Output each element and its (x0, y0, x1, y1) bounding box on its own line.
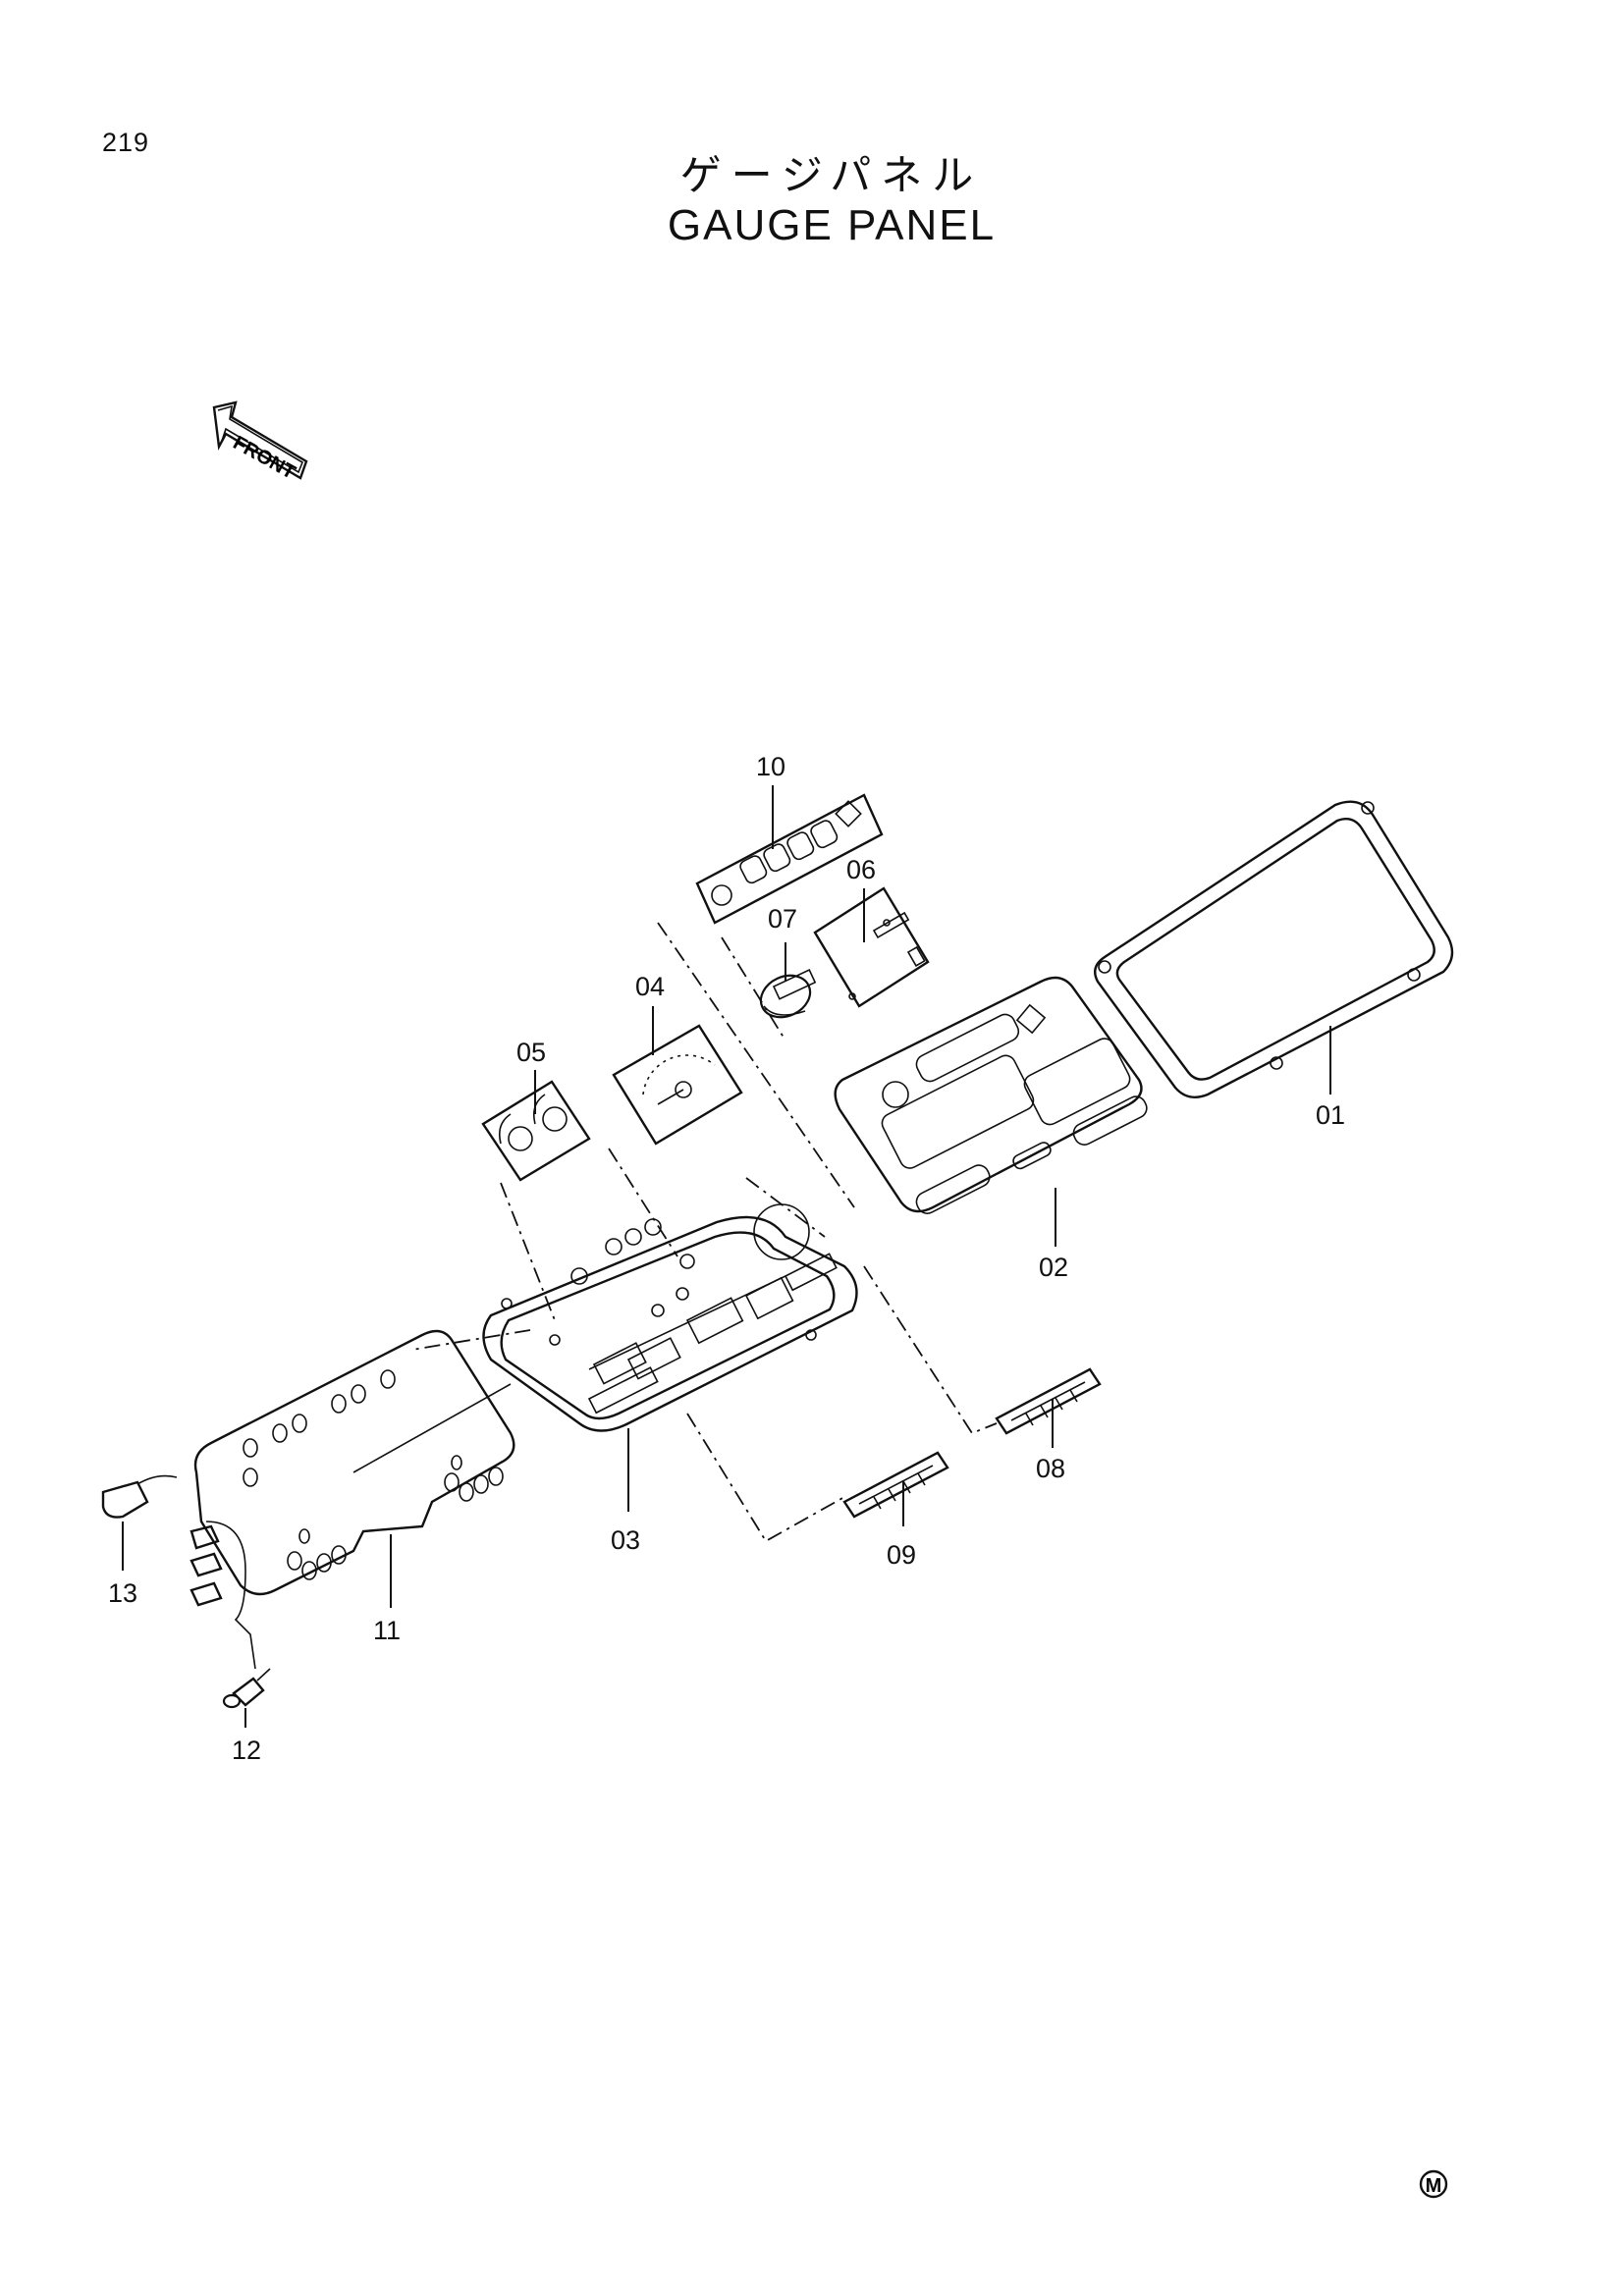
page-title: GAUGE PANEL (667, 201, 997, 249)
part-11-circuit-board (193, 1329, 515, 1596)
part-label-01: 01 (1316, 1100, 1345, 1130)
part-label-03: 03 (611, 1525, 640, 1555)
front-arrow-icon: FRONT (212, 400, 308, 484)
part-12-bulb (222, 1668, 271, 1709)
part-label-13: 13 (108, 1578, 137, 1608)
part-label-12: 12 (232, 1735, 261, 1765)
part-labels: 01 02 03 04 05 06 07 08 09 10 11 12 13 (108, 752, 1345, 1765)
part-03-housing (482, 1203, 858, 1432)
part-06-indicator-plate (813, 886, 930, 1008)
assembly-chain-lines (411, 922, 998, 1543)
part-label-04: 04 (635, 972, 665, 1001)
page-title-japanese: ゲージパネル (679, 152, 984, 198)
part-10-lens-strip (695, 793, 884, 925)
part-04-gauge-face (612, 1024, 743, 1146)
part-07-hour-meter (759, 969, 817, 1019)
part-label-07: 07 (768, 904, 797, 934)
page-number: 219 (102, 128, 150, 157)
part-label-05: 05 (516, 1038, 546, 1067)
part-label-11: 11 (373, 1616, 401, 1645)
part-13-socket (101, 1474, 256, 1670)
part-label-10: 10 (756, 752, 785, 781)
mark-symbol-letter: M (1426, 2175, 1442, 2197)
mark-symbol: M (1419, 2169, 1448, 2199)
part-label-06: 06 (846, 855, 876, 884)
leader-lines (122, 785, 1331, 1728)
part-02-panel-overlay (834, 976, 1148, 1214)
part-01-cover (1094, 800, 1454, 1098)
part-label-09: 09 (887, 1540, 916, 1570)
part-label-02: 02 (1039, 1253, 1068, 1282)
part-label-08: 08 (1036, 1454, 1065, 1483)
part-09-connector (842, 1451, 949, 1519)
part-08-connector (995, 1367, 1102, 1435)
